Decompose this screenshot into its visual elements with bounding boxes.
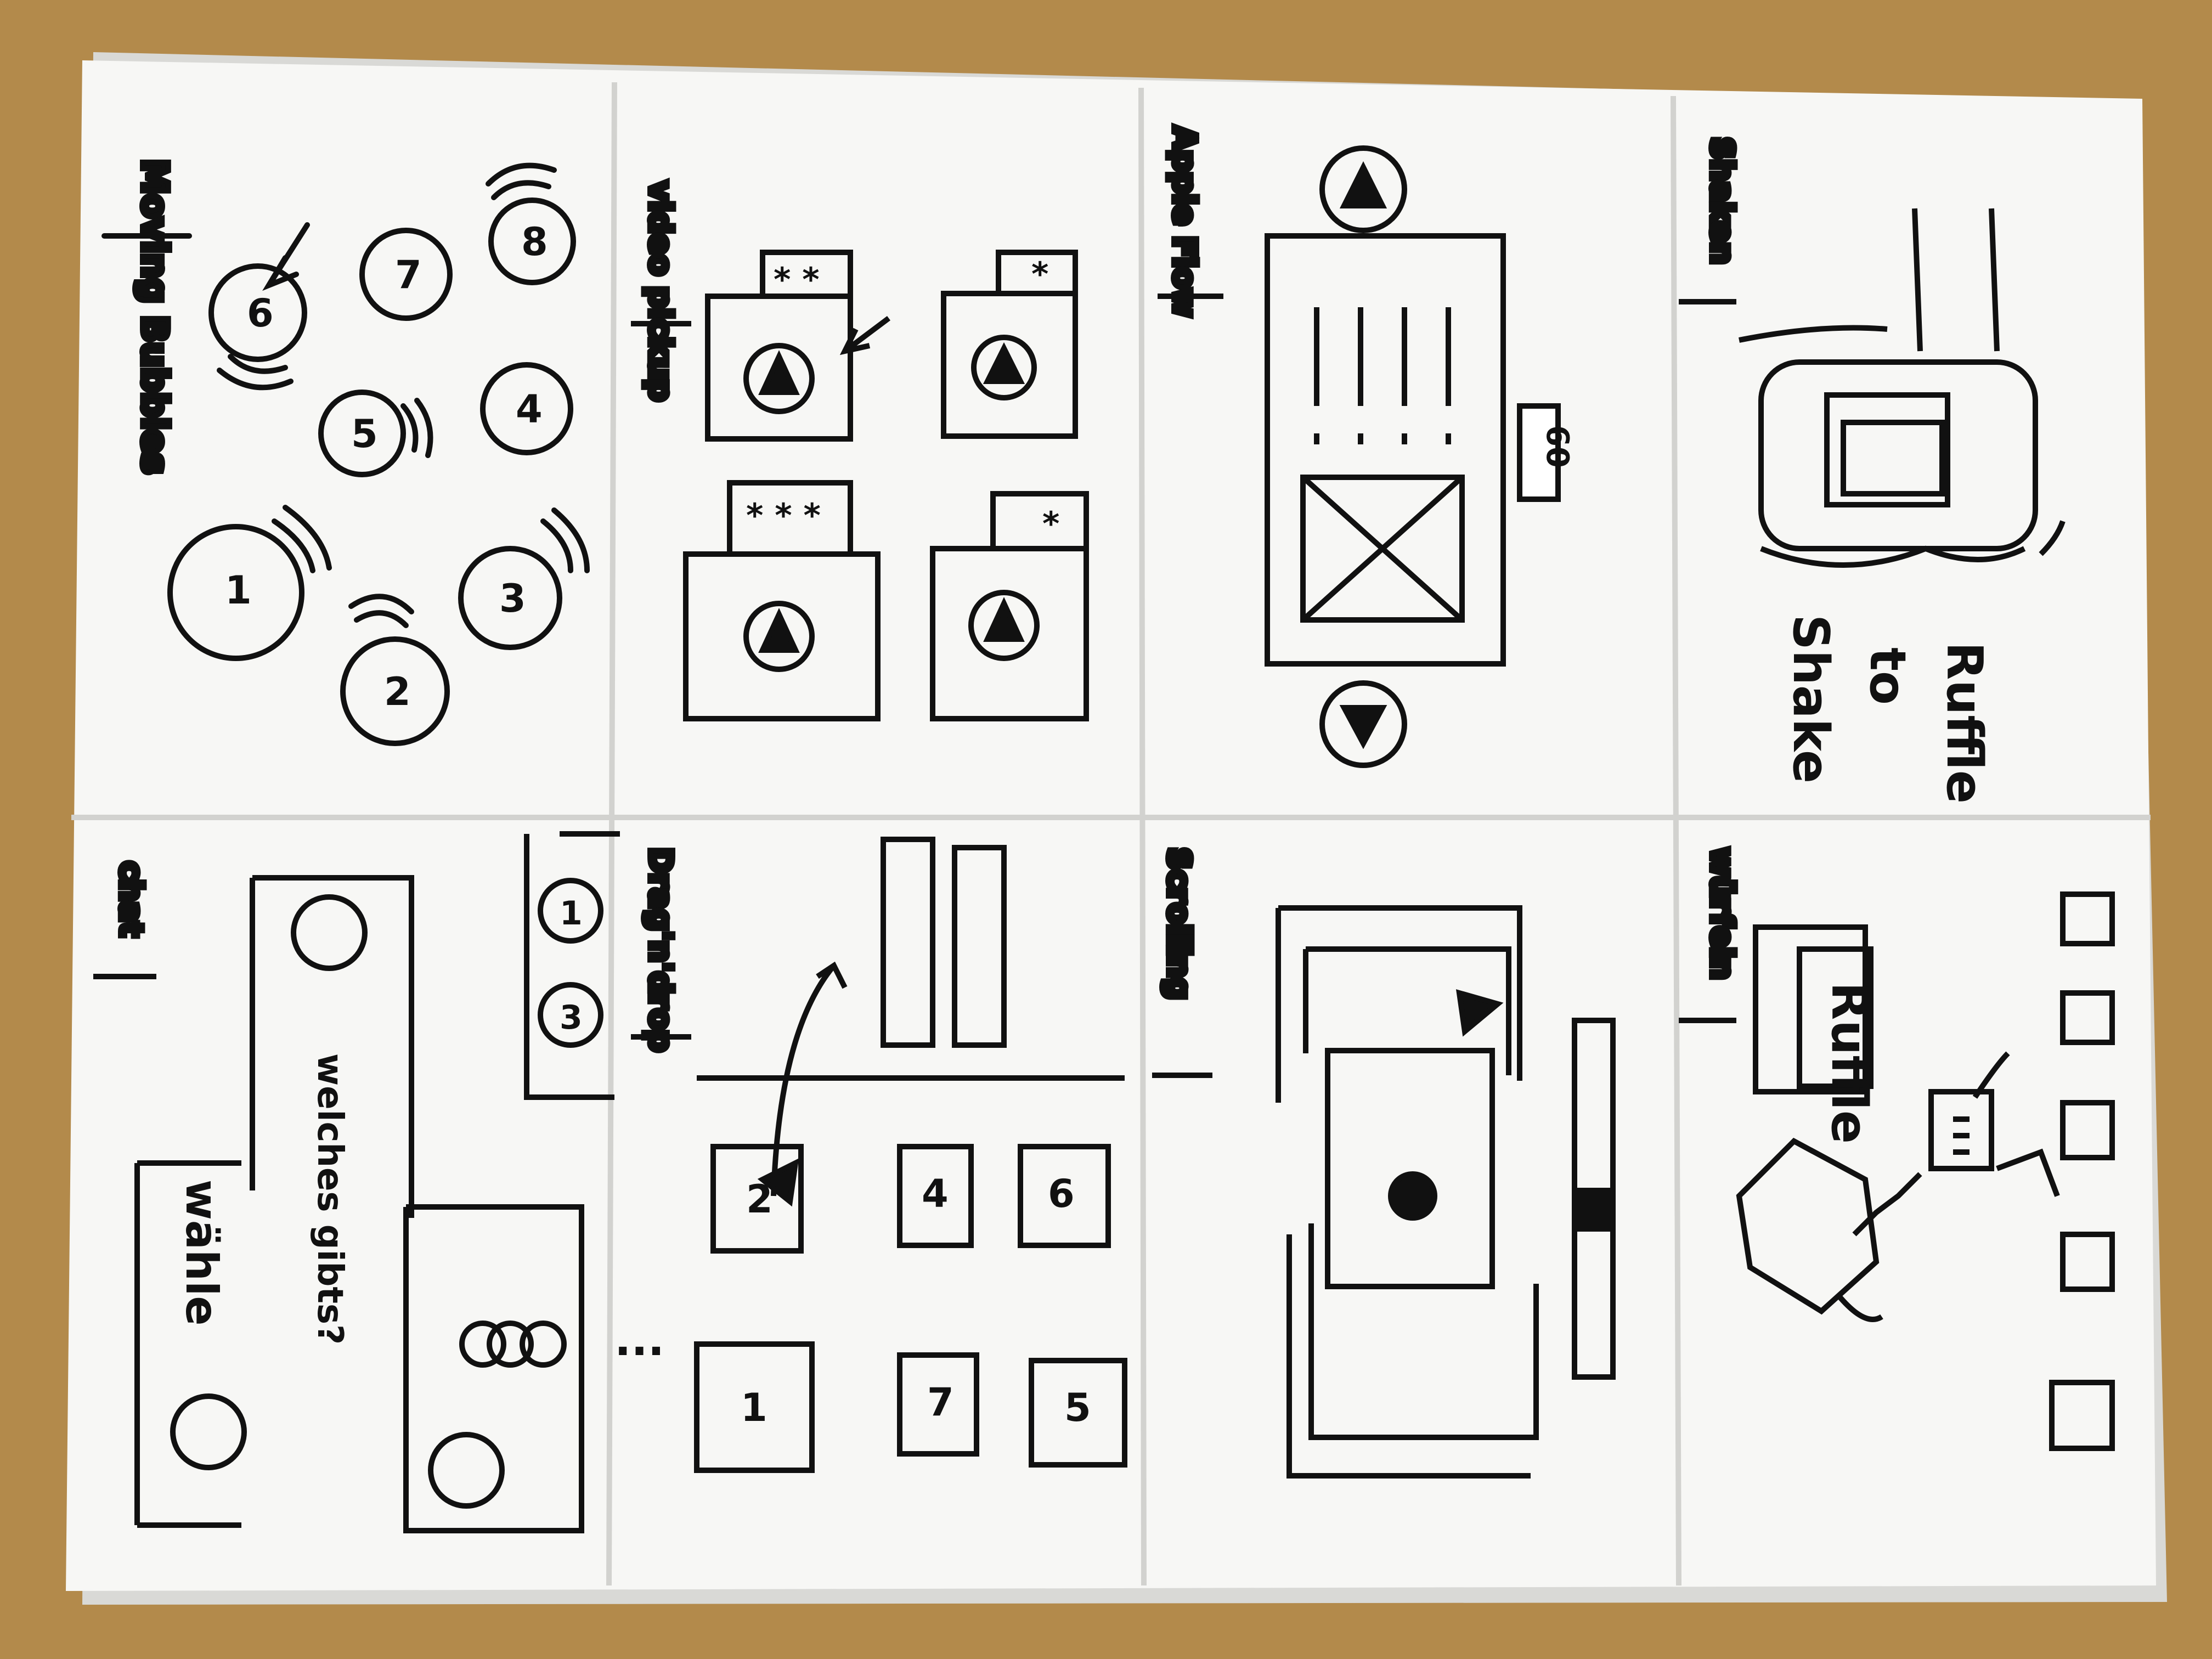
chat-message: wähle bbox=[176, 1180, 227, 1326]
svg-text:7: 7 bbox=[395, 252, 422, 297]
panel-apple-flow: Apple Flow 60 bbox=[1158, 123, 1575, 768]
svg-text:...: ... bbox=[614, 1314, 664, 1365]
panel-label: Scrolling bbox=[1161, 848, 1197, 1000]
svg-text:* * *: * * * bbox=[746, 496, 821, 535]
panel-chat: chat wähle welches gibts? 1 3 bbox=[93, 831, 620, 1533]
svg-text:3: 3 bbox=[560, 998, 583, 1037]
svg-text:4: 4 bbox=[922, 1171, 949, 1216]
panel-label: Shaken bbox=[1704, 137, 1740, 264]
svg-text:*: * bbox=[1042, 505, 1059, 543]
svg-text:Shake: Shake bbox=[1782, 614, 1839, 783]
svg-text:4: 4 bbox=[516, 387, 543, 432]
panel-video-pickup: video pickup * * * * * * * bbox=[631, 178, 1089, 721]
svg-text:7: 7 bbox=[927, 1380, 954, 1425]
svg-text:1: 1 bbox=[560, 894, 583, 933]
svg-text:Ruffle: Ruffle bbox=[1936, 642, 1993, 804]
panel-label: video pickup bbox=[642, 181, 678, 401]
svg-text:1: 1 bbox=[741, 1385, 768, 1430]
panel-label: Drag'n'drop bbox=[642, 848, 678, 1052]
panel-moving-bubbles: Moving Bubbles 1 2 3 5 6 7 4 8 bbox=[101, 156, 590, 746]
panel-wuerfeln: würfeln Ruffle bbox=[1679, 845, 2115, 1451]
svg-text:to: to bbox=[1859, 647, 1916, 705]
panel-label: würfeln bbox=[1704, 848, 1740, 980]
panel-scrolling: Scrolling bbox=[1152, 845, 1616, 1479]
svg-text:1: 1 bbox=[225, 568, 252, 613]
svg-text:3: 3 bbox=[499, 576, 526, 621]
svg-text:* *: * * bbox=[774, 261, 820, 299]
svg-text:8: 8 bbox=[521, 219, 548, 264]
svg-text:6: 6 bbox=[247, 291, 274, 336]
panel-label: Moving Bubbles bbox=[134, 159, 174, 474]
panel-drag-drop: Drag'n'drop 2 4 6 1 7 5 ... bbox=[614, 837, 1127, 1473]
ruffle-button[interactable]: Ruffle bbox=[1820, 982, 1878, 1144]
svg-text:5: 5 bbox=[351, 411, 378, 456]
panel-label: chat bbox=[113, 861, 149, 937]
panel-label: Apple Flow bbox=[1166, 126, 1202, 317]
paper-sheet bbox=[66, 52, 2167, 1605]
svg-text:*: * bbox=[1031, 255, 1048, 294]
svg-text:6: 6 bbox=[1048, 1171, 1075, 1216]
apple-flow-badge: 60 bbox=[1539, 425, 1575, 468]
svg-text:5: 5 bbox=[1064, 1385, 1091, 1430]
chat-message: welches gibts? bbox=[309, 1053, 350, 1345]
svg-text:2: 2 bbox=[746, 1177, 773, 1222]
panel-shaken: Shaken Shake to Ruffle bbox=[1679, 134, 2066, 804]
svg-text:2: 2 bbox=[384, 669, 411, 714]
